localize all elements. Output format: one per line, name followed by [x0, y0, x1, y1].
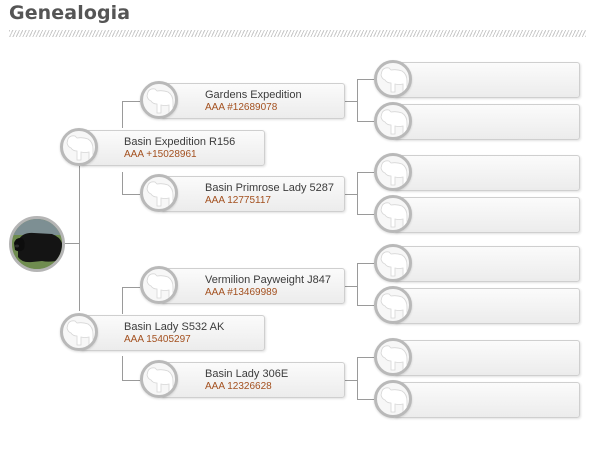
- dam-name: Basin Lady S532 AK: [124, 321, 225, 333]
- connector: [122, 101, 140, 102]
- connector: [357, 305, 374, 306]
- ancestor-slot-empty[interactable]: [393, 382, 580, 418]
- ancestor-slot-empty[interactable]: [393, 197, 580, 233]
- paternal-grandsire-card[interactable]: Gardens Expedition AAA #12689078: [160, 83, 345, 119]
- connector: [357, 79, 358, 122]
- cattle-silhouette-icon: [374, 60, 412, 98]
- paternal-grandsire-registration: AAA #12689078: [205, 102, 278, 113]
- title-divider: [9, 30, 586, 37]
- cattle-silhouette-icon: [140, 360, 178, 398]
- ancestor-slot-empty[interactable]: [393, 62, 580, 98]
- maternal-granddam-card[interactable]: Basin Lady 306E AAA 12326628: [160, 362, 345, 398]
- connector: [357, 263, 358, 306]
- connector: [345, 286, 357, 287]
- paternal-grandsire-name: Gardens Expedition: [205, 89, 302, 101]
- cattle-silhouette-icon: [60, 313, 98, 351]
- connector: [345, 101, 357, 102]
- cattle-silhouette-icon: [374, 380, 412, 418]
- connector: [345, 380, 357, 381]
- maternal-grandsire-name: Vermilion Payweight J847: [205, 274, 331, 286]
- cattle-silhouette-icon: [140, 266, 178, 304]
- dam-registration: AAA 15405297: [124, 334, 191, 345]
- ancestor-slot-empty[interactable]: [393, 104, 580, 140]
- cattle-silhouette-icon: [140, 81, 178, 119]
- connector: [345, 194, 357, 195]
- cattle-silhouette-icon: [374, 102, 412, 140]
- connector: [122, 287, 123, 314]
- black-angus-cow-photo: [12, 219, 62, 269]
- connector: [357, 79, 374, 80]
- connector: [357, 357, 374, 358]
- connector: [357, 172, 374, 173]
- connector: [357, 263, 374, 264]
- connector: [122, 287, 140, 288]
- maternal-grandsire-card[interactable]: Vermilion Payweight J847 AAA #13469989: [160, 268, 345, 304]
- sire-card[interactable]: Basin Expedition R156 AAA +15028961: [79, 130, 265, 166]
- connector: [357, 399, 374, 400]
- maternal-granddam-registration: AAA 12326628: [205, 381, 272, 392]
- cattle-silhouette-icon: [374, 244, 412, 282]
- cattle-silhouette-icon: [374, 286, 412, 324]
- ancestor-slot-empty[interactable]: [393, 288, 580, 324]
- connector: [122, 356, 123, 380]
- connector: [79, 163, 80, 311]
- cattle-silhouette-icon: [60, 128, 98, 166]
- connector: [357, 357, 358, 400]
- connector: [122, 172, 123, 194]
- paternal-granddam-registration: AAA 12775117: [205, 195, 271, 206]
- connector: [357, 214, 374, 215]
- animal-photo: [9, 216, 65, 272]
- cattle-silhouette-icon: [140, 174, 178, 212]
- ancestor-slot-empty[interactable]: [393, 340, 580, 376]
- connector: [65, 243, 79, 244]
- connector: [122, 194, 140, 195]
- sire-registration: AAA +15028961: [124, 149, 197, 160]
- paternal-granddam-card[interactable]: Basin Primrose Lady 5287 AAA 12775117: [160, 176, 345, 212]
- connector: [357, 172, 358, 215]
- maternal-granddam-name: Basin Lady 306E: [205, 368, 289, 380]
- sire-name: Basin Expedition R156: [124, 136, 236, 148]
- paternal-granddam-name: Basin Primrose Lady 5287: [205, 182, 335, 194]
- page-title: Genealogia: [9, 2, 131, 24]
- connector: [357, 121, 374, 122]
- connector: [122, 380, 140, 381]
- cattle-silhouette-icon: [374, 338, 412, 376]
- maternal-grandsire-registration: AAA #13469989: [205, 287, 278, 298]
- connector: [122, 101, 123, 128]
- cattle-silhouette-icon: [374, 153, 412, 191]
- ancestor-slot-empty[interactable]: [393, 155, 580, 191]
- cattle-silhouette-icon: [374, 195, 412, 233]
- dam-card[interactable]: Basin Lady S532 AK AAA 15405297: [79, 315, 265, 351]
- ancestor-slot-empty[interactable]: [393, 246, 580, 282]
